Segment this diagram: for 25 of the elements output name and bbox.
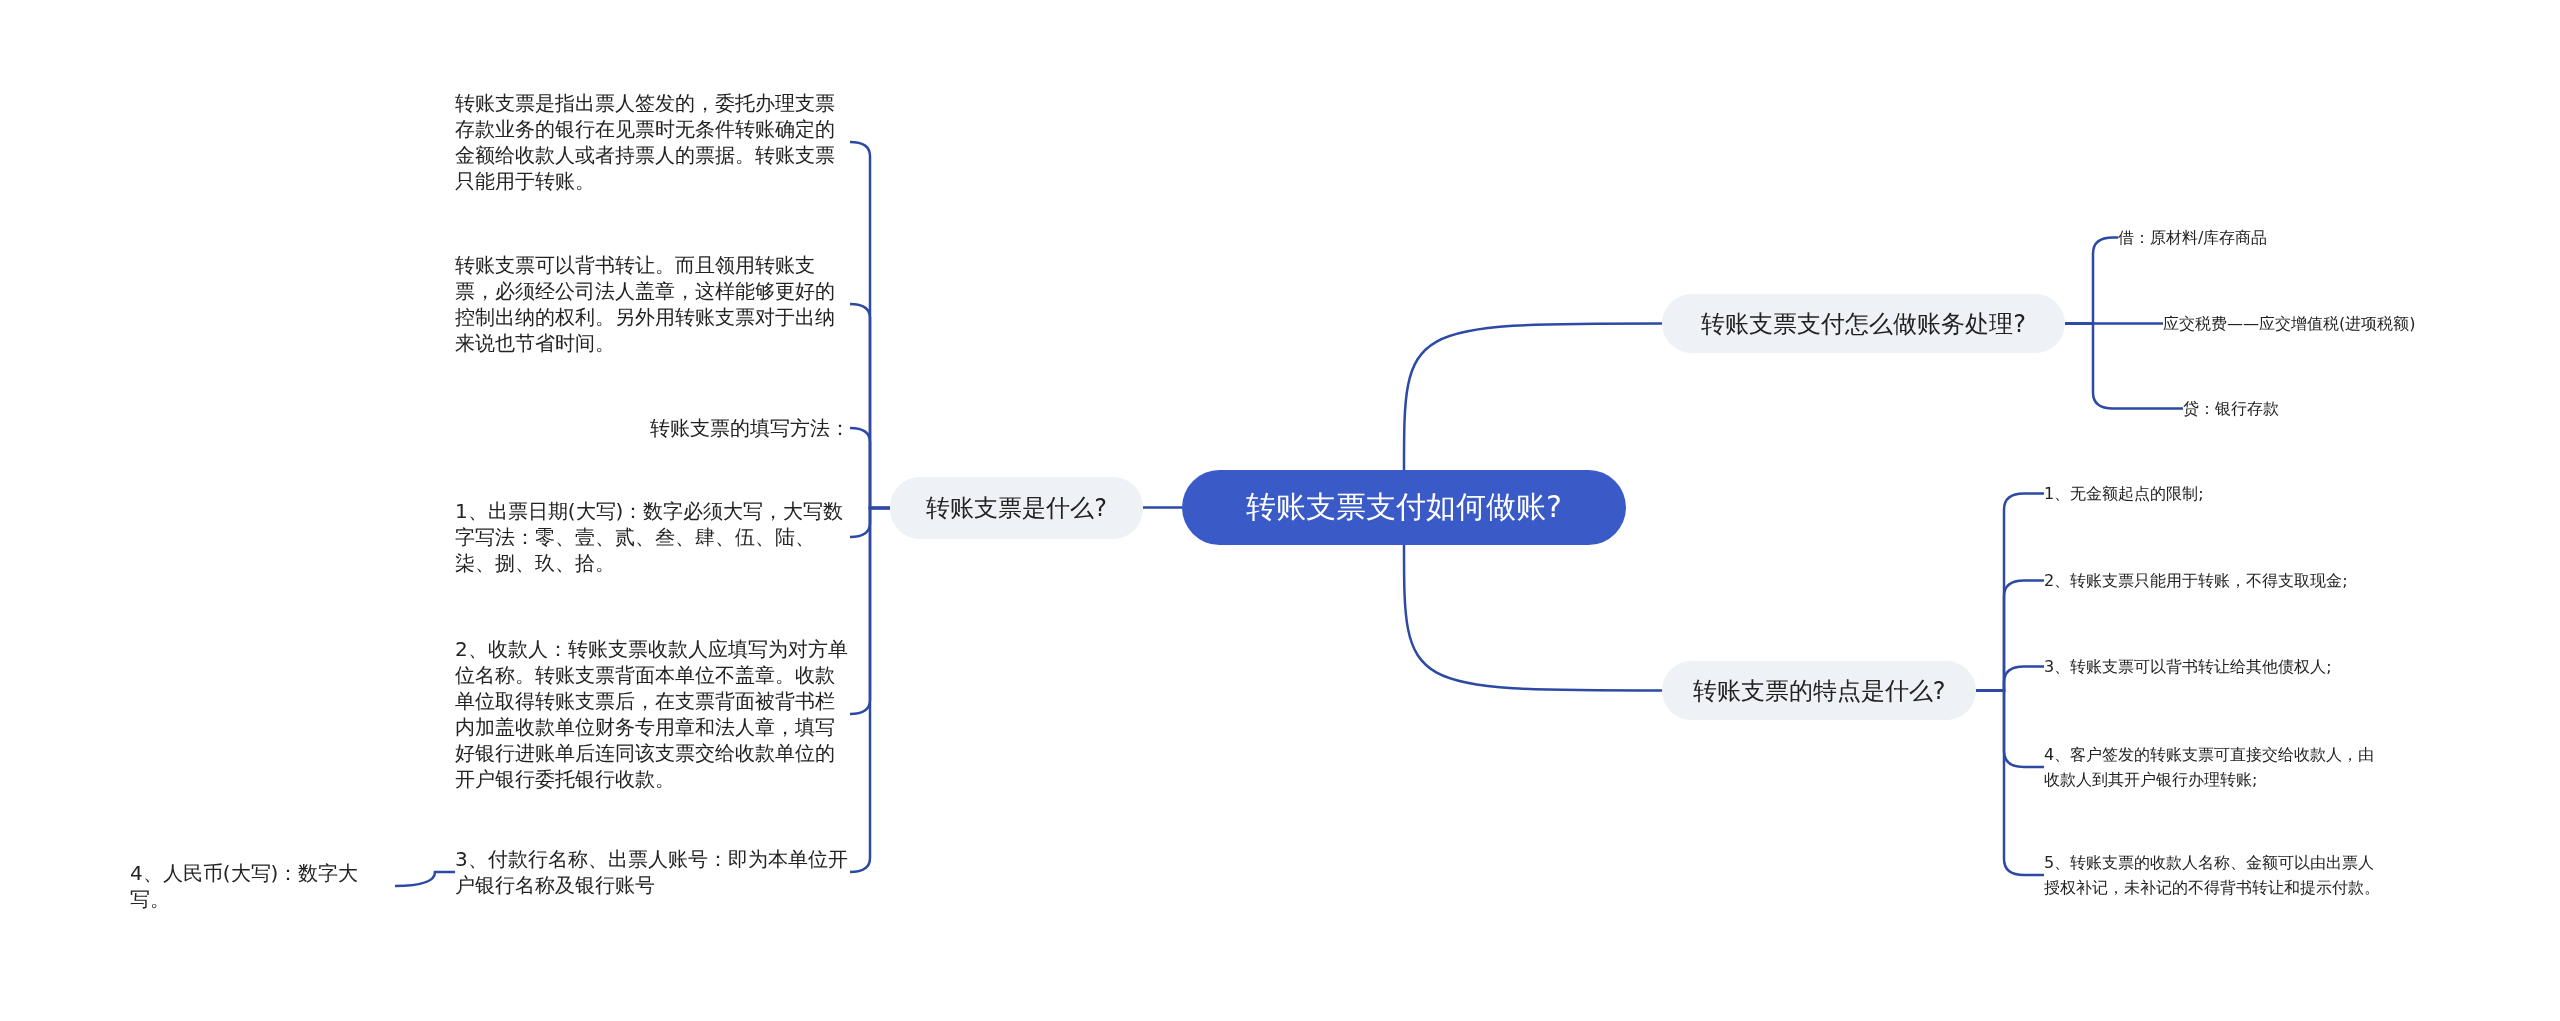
connector-line bbox=[1143, 506, 1182, 509]
connector-line bbox=[394, 870, 455, 888]
topic-text: 转账支票的填写方法： bbox=[455, 415, 850, 441]
topic-text: 3、付款行名称、出票人账号：即为本单位开户银行名称及银行账号 bbox=[455, 846, 850, 898]
topic-text: 5、转账支票的收款人名称、金额可以由出票人授权补记，未补记的不得背书转让和提示付款。 bbox=[2044, 850, 2389, 900]
topic-text: 4、人民币(大写)：数字大写。 bbox=[130, 860, 395, 912]
topic-text: 4、客户签发的转账支票可直接交给收款人，由收款人到其开户银行办理转账; bbox=[2044, 742, 2389, 792]
topic-text: 应交税费——应交增值税(进项税额) bbox=[2163, 311, 2523, 336]
topic-text: 转账支票可以背书转让。而且领用转账支票，必须经公司法人盖章，这样能够更好的控制出纳的权利。另外用转账支票对于出纳来说也节省时间。 bbox=[455, 252, 850, 356]
topic-bubble: 转账支票是什么? bbox=[890, 477, 1143, 539]
central-topic: 转账支票支付如何做账? bbox=[1182, 470, 1626, 545]
connector-line bbox=[1402, 322, 1662, 470]
topic-bubble: 转账支票的特点是什么? bbox=[1662, 661, 1976, 720]
connector-line bbox=[1402, 545, 1662, 692]
topic-text: 贷：银行存款 bbox=[2183, 396, 2383, 421]
topic-text: 转账支票是指出票人签发的，委托办理支票存款业务的银行在见票时无条件转账确定的金额给收款人或者持票人的票据。转账支票只能用于转账。 bbox=[455, 90, 850, 194]
topic-text: 1、无金额起点的限制; bbox=[2044, 481, 2389, 506]
topic-text: 2、收款人：转账支票收款人应填写为对方单位名称。转账支票背面本单位不盖章。收款单位取得转账支票后，在支票背面被背书栏内加盖收款单位财务专用章和法人章，填写好银行进账单后连同该支票交给收款单位的开户银行委托银行收款。 bbox=[455, 636, 850, 792]
topic-text: 借：原材料/库存商品 bbox=[2118, 225, 2418, 250]
topic-bubble: 转账支票支付怎么做账务处理? bbox=[1662, 294, 2065, 353]
connector-line bbox=[2065, 322, 2183, 410]
connector-line bbox=[1976, 689, 2044, 877]
topic-text: 2、转账支票只能用于转账，不得支取现金; bbox=[2044, 568, 2389, 593]
topic-text: 1、出票日期(大写)：数字必须大写，大写数字写法：零、壹、贰、叁、肆、伍、陆、柒、捌、玖、拾。 bbox=[455, 498, 850, 576]
topic-text: 3、转账支票可以背书转让给其他债权人; bbox=[2044, 654, 2389, 679]
